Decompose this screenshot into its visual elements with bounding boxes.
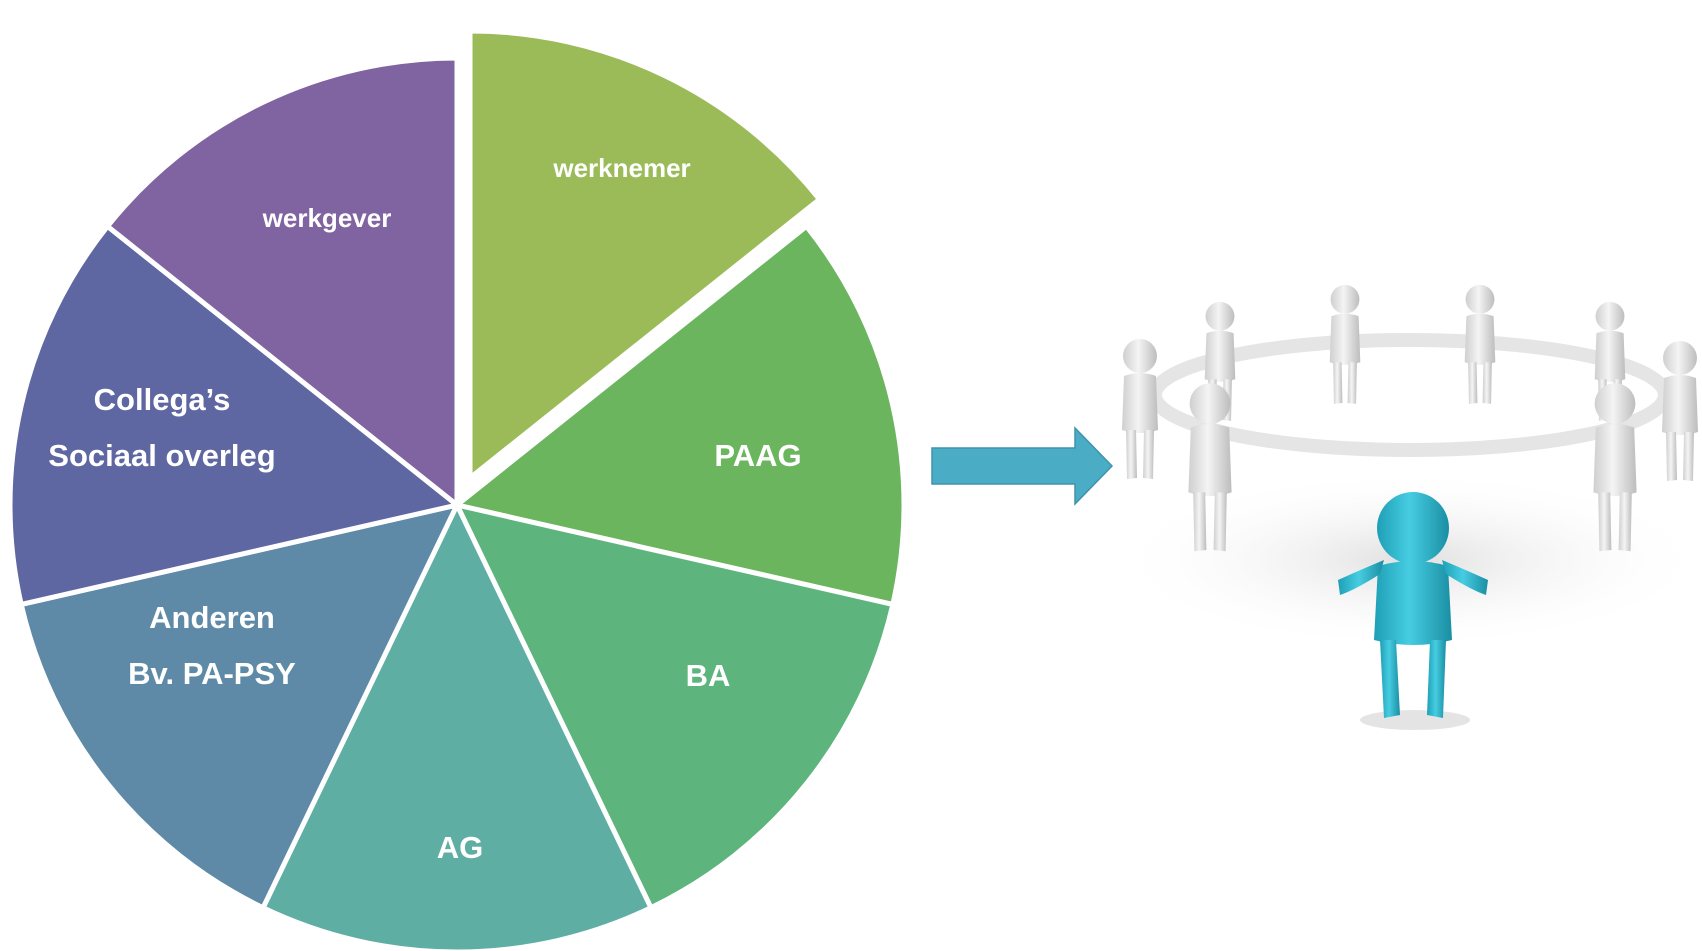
pie-label-paag: PAAG: [714, 438, 801, 473]
pie-segment-ba: [454, 502, 896, 911]
people-circle-icon: [1110, 284, 1702, 730]
ring-person-icon: [1329, 284, 1361, 404]
pie-segment-werknemer: [467, 28, 822, 481]
central-person-icon: [1338, 492, 1488, 730]
pie-label-anderen-line-2: Bv. PA-PSY: [128, 656, 296, 691]
pie-segment-anderen: [18, 502, 460, 911]
ring-person-icon: [1122, 339, 1158, 479]
pie-label-collegas-line-1: Collega’s: [94, 382, 231, 417]
ring-person-icon: [1662, 341, 1698, 481]
ring-person-icon: [1188, 383, 1232, 552]
pie-segment-werkgever: [105, 55, 460, 508]
pie-label-anderen-line-1: Anderen: [149, 600, 275, 635]
pie-label-werknemer: werknemer: [552, 153, 690, 183]
pie-segment-paag: [454, 223, 907, 607]
ring-person-icon: [1593, 383, 1637, 552]
ring-person-icon: [1464, 284, 1496, 404]
pie-label-collegas-line-2: Sociaal overleg: [48, 438, 275, 473]
pie-segment-ag: [260, 502, 654, 951]
pie-segment-collegas: [7, 223, 460, 607]
pie-label-ba: BA: [686, 658, 731, 693]
right-arrow-icon: [931, 426, 1114, 506]
pie-label-werkgever: werkgever: [262, 203, 392, 233]
pie-label-ag: AG: [437, 830, 484, 865]
